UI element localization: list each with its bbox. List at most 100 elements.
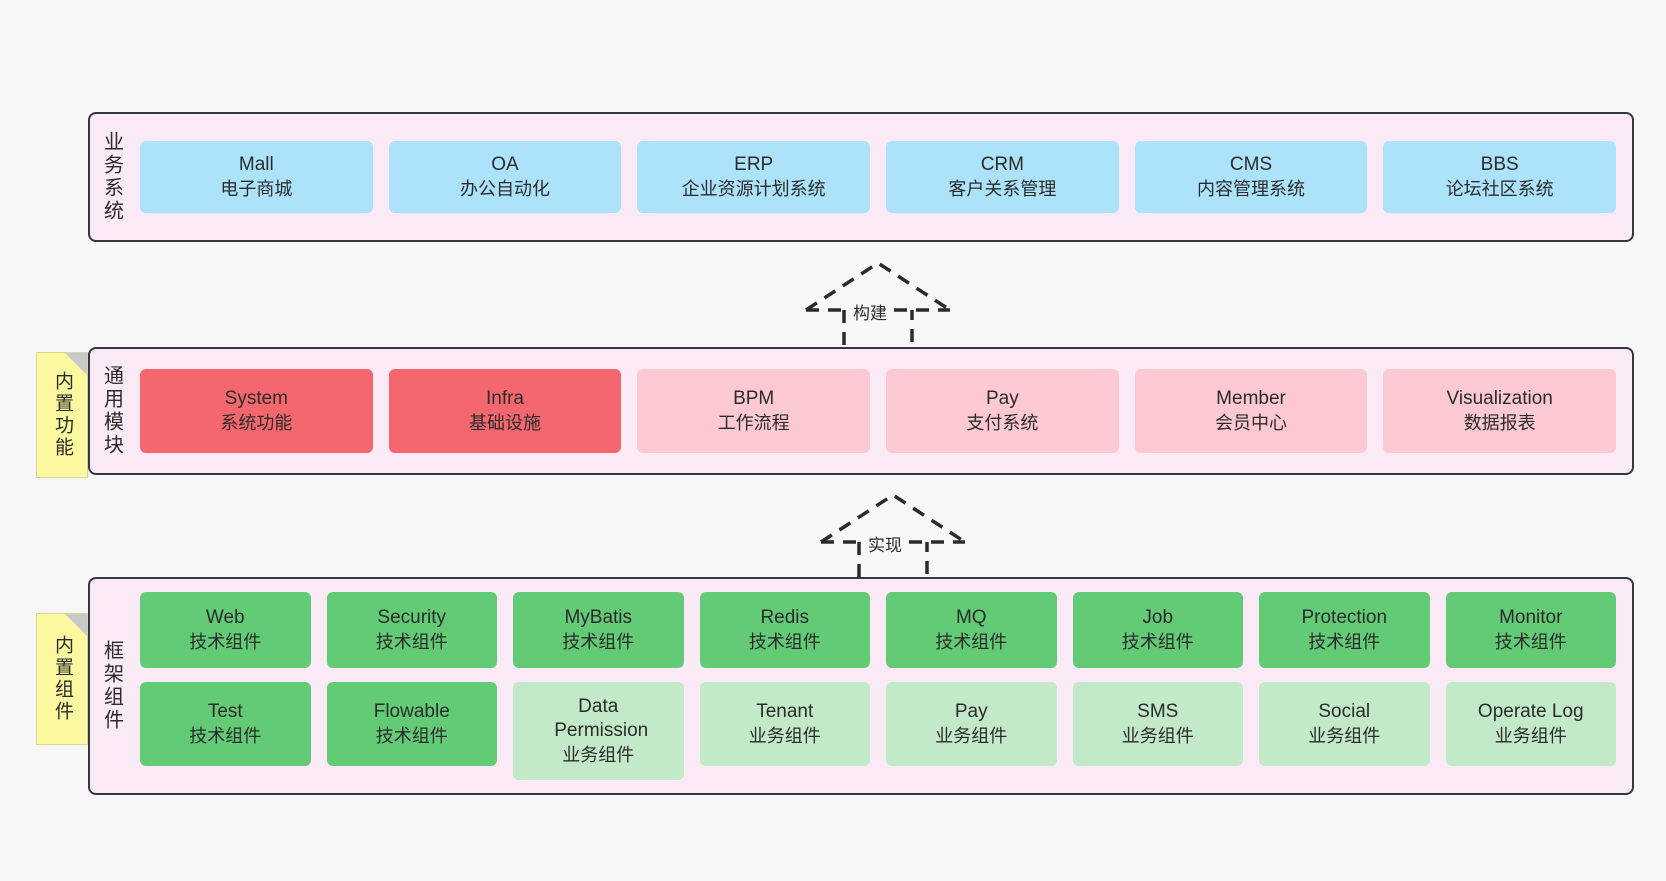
card-subtitle: 技术组件 <box>748 631 821 652</box>
note-fold-corner <box>65 353 87 375</box>
card-mq[interactable]: MQ 技术组件 <box>886 592 1057 668</box>
card-title: Mall <box>238 154 274 176</box>
arrow-head-triangle <box>805 260 951 312</box>
card-mybatis[interactable]: MyBatis 技术组件 <box>513 592 684 668</box>
card-title: BPM <box>733 388 775 410</box>
card-title: Monitor <box>1499 607 1563 629</box>
card-subtitle: 工作流程 <box>717 412 790 433</box>
note-builtin-components: 内置组件 <box>36 613 88 745</box>
card-title: Member <box>1216 388 1286 410</box>
card-subtitle: 业务组件 <box>935 725 1008 746</box>
card-crm[interactable]: CRM 客户关系管理 <box>886 141 1119 213</box>
card-title: Social <box>1318 701 1371 723</box>
card-title: BBS <box>1480 154 1519 176</box>
card-subtitle: 会员中心 <box>1215 412 1288 433</box>
card-security[interactable]: Security 技术组件 <box>326 592 497 668</box>
card-subtitle: 数据报表 <box>1463 412 1536 433</box>
card-subtitle: 系统功能 <box>220 412 293 433</box>
card-subtitle: 技术组件 <box>1308 631 1381 652</box>
card-redis[interactable]: Redis 技术组件 <box>699 592 870 668</box>
card-subtitle: 技术组件 <box>375 725 448 746</box>
card-subtitle: 技术组件 <box>189 725 262 746</box>
card-title: Job <box>1142 607 1174 629</box>
card-infra[interactable]: Infra 基础设施 <box>388 369 622 453</box>
layer-title-business-systems: 业务系统 <box>100 131 123 223</box>
framework-row-2: Test 技术组件 Flowable 技术组件 Data Permission … <box>140 682 1616 780</box>
note-fold-corner <box>65 614 87 636</box>
layer-body-business-systems: Mall 电子商城 OA 办公自动化 ERP 企业资源计划系统 CRM 客户关系… <box>132 114 1632 240</box>
card-subtitle: 技术组件 <box>935 631 1008 652</box>
card-subtitle: 技术组件 <box>1121 631 1194 652</box>
card-subtitle: 基础设施 <box>469 412 541 433</box>
card-operate-log[interactable]: Operate Log 业务组件 <box>1445 682 1616 766</box>
card-title: ERP <box>734 154 774 176</box>
card-title: Protection <box>1301 607 1388 629</box>
card-web[interactable]: Web 技术组件 <box>140 592 311 668</box>
card-tenant[interactable]: Tenant 业务组件 <box>699 682 870 766</box>
card-erp[interactable]: ERP 企业资源计划系统 <box>637 141 871 213</box>
card-title: Pay <box>985 388 1019 410</box>
card-subtitle: 技术组件 <box>375 631 448 652</box>
card-pay-module[interactable]: Pay 支付系统 <box>886 369 1119 453</box>
card-system[interactable]: System 系统功能 <box>140 369 373 453</box>
card-subtitle: 业务组件 <box>748 725 821 746</box>
card-title: OA <box>491 154 519 176</box>
card-title: Operate Log <box>1477 701 1584 723</box>
card-title: CRM <box>980 154 1024 176</box>
layer-title-framework-components: 框架组件 <box>100 640 123 732</box>
card-title: Redis <box>760 607 810 629</box>
card-data-permission[interactable]: Data Permission 业务组件 <box>513 682 684 780</box>
arrow-stem <box>857 542 929 592</box>
card-oa[interactable]: OA 办公自动化 <box>388 141 622 213</box>
card-flowable[interactable]: Flowable 技术组件 <box>326 682 497 766</box>
card-title: Data Permission <box>554 696 649 742</box>
card-job[interactable]: Job 技术组件 <box>1072 592 1243 668</box>
card-subtitle: 业务组件 <box>1308 725 1381 746</box>
layer-body-framework-components: Web 技术组件 Security 技术组件 MyBatis 技术组件 Redi… <box>132 579 1632 793</box>
layer-common-modules: 通用模块 System 系统功能 Infra 基础设施 BPM 工作流程 Pay… <box>88 347 1634 475</box>
card-subtitle: 支付系统 <box>966 412 1039 433</box>
note-builtin-features: 内置功能 <box>36 352 88 478</box>
arrow-head-triangle <box>820 492 966 544</box>
card-title: System <box>224 388 289 410</box>
layer-framework-components: 框架组件 Web 技术组件 Security 技术组件 MyBatis 技术组件… <box>88 577 1634 795</box>
connector-build-label: 构建 <box>850 299 890 324</box>
connector-build: 构建 <box>800 258 951 360</box>
card-subtitle: 技术组件 <box>562 631 635 652</box>
card-test[interactable]: Test 技术组件 <box>140 682 311 766</box>
card-subtitle: 论坛社区系统 <box>1445 178 1554 199</box>
card-protection[interactable]: Protection 技术组件 <box>1259 592 1430 668</box>
card-title: MQ <box>955 607 987 629</box>
connector-implement: 实现 <box>815 490 966 592</box>
card-social[interactable]: Social 业务组件 <box>1259 682 1430 766</box>
card-sms[interactable]: SMS 业务组件 <box>1072 682 1243 766</box>
card-subtitle: 技术组件 <box>1494 631 1567 652</box>
note-label: 内置功能 <box>51 371 73 459</box>
card-subtitle: 客户关系管理 <box>948 178 1057 199</box>
card-subtitle: 内容管理系统 <box>1197 178 1306 199</box>
card-title: Tenant <box>756 701 814 723</box>
card-subtitle: 业务组件 <box>562 744 635 765</box>
card-title: Test <box>207 701 243 723</box>
layer-business-systems: 业务系统 Mall 电子商城 OA 办公自动化 ERP 企业资源计划系统 CRM… <box>88 112 1634 242</box>
note-label: 内置组件 <box>51 635 73 723</box>
card-visualization[interactable]: Visualization 数据报表 <box>1383 369 1617 453</box>
card-pay-component[interactable]: Pay 业务组件 <box>886 682 1057 766</box>
card-monitor[interactable]: Monitor 技术组件 <box>1445 592 1616 668</box>
card-subtitle: 业务组件 <box>1494 725 1567 746</box>
card-subtitle: 技术组件 <box>189 631 262 652</box>
card-mall[interactable]: Mall 电子商城 <box>140 141 373 213</box>
card-title: Flowable <box>373 701 450 723</box>
card-member[interactable]: Member 会员中心 <box>1134 369 1368 453</box>
card-subtitle: 电子商城 <box>220 178 293 199</box>
layer-body-common-modules: System 系统功能 Infra 基础设施 BPM 工作流程 Pay 支付系统… <box>132 349 1632 473</box>
card-cms[interactable]: CMS 内容管理系统 <box>1134 141 1368 213</box>
card-title: MyBatis <box>564 607 633 629</box>
connector-implement-label: 实现 <box>865 531 905 556</box>
card-bpm[interactable]: BPM 工作流程 <box>637 369 871 453</box>
card-title: Security <box>377 607 447 629</box>
card-subtitle: 业务组件 <box>1121 725 1194 746</box>
card-bbs[interactable]: BBS 论坛社区系统 <box>1383 141 1617 213</box>
framework-row-1: Web 技术组件 Security 技术组件 MyBatis 技术组件 Redi… <box>140 592 1616 668</box>
